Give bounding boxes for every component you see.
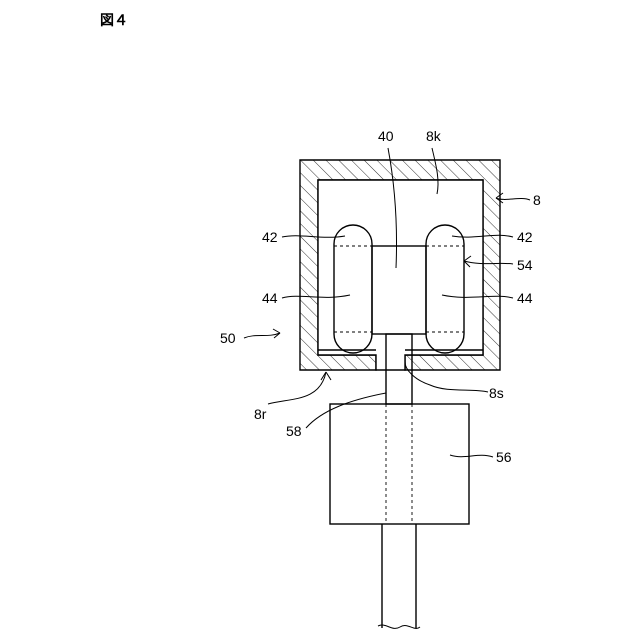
label-44-left: 44 — [262, 290, 278, 306]
leader-58 — [306, 393, 386, 428]
label-58: 58 — [286, 423, 302, 439]
label-8k: 8k — [426, 128, 442, 144]
label-56: 56 — [496, 449, 512, 465]
label-8: 8 — [533, 192, 541, 208]
housing-cavity — [318, 180, 483, 370]
shaft-break — [378, 625, 420, 628]
label-8s: 8s — [489, 385, 504, 401]
label-54: 54 — [517, 257, 533, 273]
label-50: 50 — [220, 330, 236, 346]
leader-8r — [268, 372, 326, 404]
leader-8 — [496, 198, 530, 200]
label-40: 40 — [378, 128, 394, 144]
label-8r: 8r — [254, 406, 267, 422]
figure-title: 図４ — [100, 13, 128, 29]
label-42-left: 42 — [262, 229, 278, 245]
label-44-right: 44 — [517, 290, 533, 306]
leader-56 — [450, 455, 493, 457]
body-block — [330, 404, 469, 524]
arrow-50 — [273, 329, 280, 338]
label-42-right: 42 — [517, 229, 533, 245]
